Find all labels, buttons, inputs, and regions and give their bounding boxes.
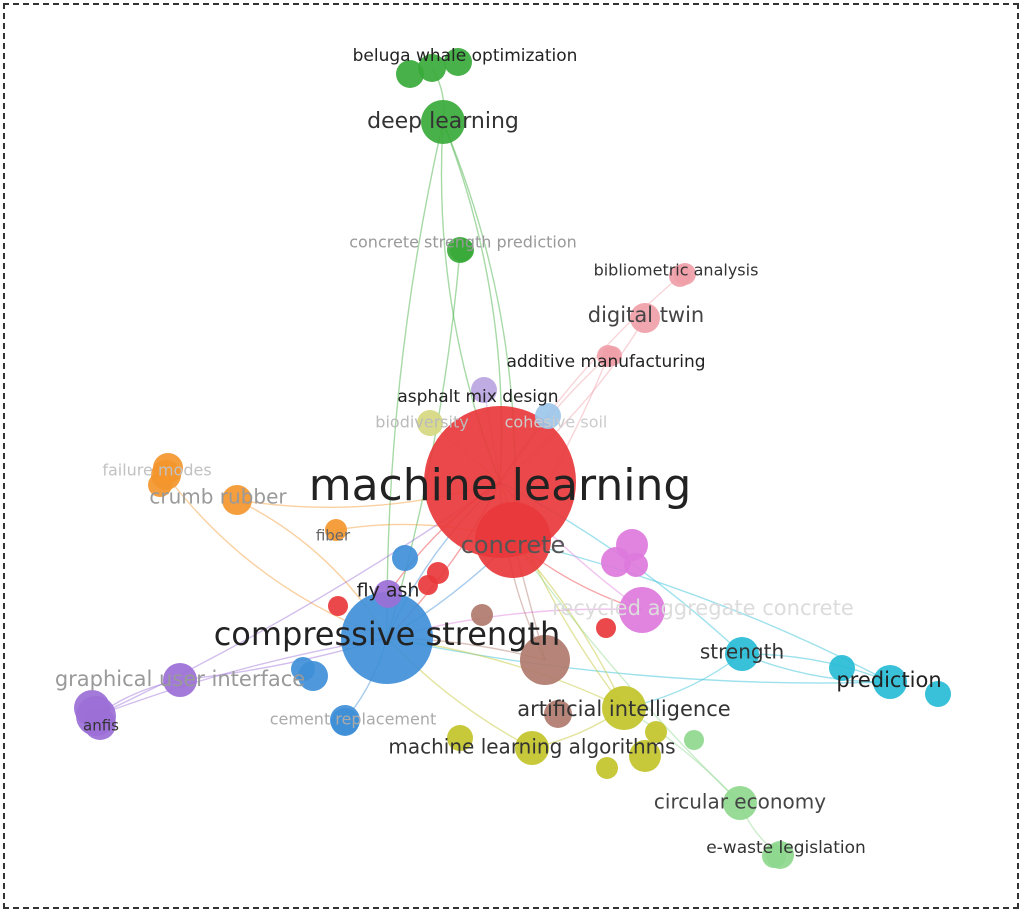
node-crumb-rubber[interactable] — [222, 485, 252, 515]
node-cohesive-soil[interactable] — [535, 403, 561, 429]
node-anfis[interactable] — [76, 696, 116, 736]
node-prediction[interactable] — [873, 665, 907, 699]
minor-node-yellow[interactable] — [645, 721, 667, 743]
node-biodiversity[interactable] — [417, 410, 443, 436]
label-graphical-user-interface[interactable]: graphical user interface — [55, 667, 305, 691]
node-fly-ash[interactable] — [374, 580, 402, 608]
node-deep-learning[interactable] — [421, 100, 465, 144]
node-artificial-intelligence[interactable] — [602, 686, 646, 730]
node-layer — [74, 48, 951, 869]
minor-node-blue[interactable] — [291, 657, 315, 681]
edge-compressive-strength-deep-learning — [386, 121, 444, 639]
node-e-waste-legislation[interactable] — [766, 841, 794, 869]
label-cohesive-soil[interactable]: cohesive soil — [505, 413, 608, 432]
node-compressive-strength[interactable] — [341, 592, 433, 684]
label-anfis[interactable]: anfis — [83, 717, 119, 735]
node-recycled-aggregate-concrete[interactable] — [619, 587, 665, 633]
label-cement-replacement[interactable]: cement replacement — [270, 710, 437, 729]
node-graphical-user-interface[interactable] — [163, 663, 197, 697]
label-concrete[interactable]: concrete — [461, 531, 566, 559]
label-biodiversity[interactable]: biodiversity — [375, 413, 468, 432]
label-e-waste-legislation[interactable]: e-waste legislation — [706, 838, 866, 858]
label-compressive-strength[interactable]: compressive strength — [214, 615, 561, 653]
label-failure-modes[interactable]: failure modes — [102, 461, 211, 480]
label-layer: machine learning concrete compressive stre… — [55, 46, 942, 858]
label-digital-twin[interactable]: digital twin — [588, 303, 705, 327]
label-fiber[interactable]: fiber — [316, 527, 351, 545]
label-prediction[interactable]: prediction — [836, 668, 941, 692]
label-fly-ash[interactable]: fly ash — [357, 580, 420, 602]
node-concrete[interactable] — [475, 502, 551, 578]
node-bibliometric-analysis[interactable] — [669, 265, 691, 287]
minor-node-green[interactable] — [444, 48, 472, 76]
label-strength[interactable]: strength — [700, 640, 784, 664]
label-concrete-strength-prediction[interactable]: concrete strength prediction — [349, 233, 577, 252]
label-crumb-rubber[interactable]: crumb rubber — [149, 485, 287, 509]
node-strength[interactable] — [725, 637, 759, 671]
edge-compressive-strength-prediction — [386, 637, 891, 684]
node-beluga-whale-optimization[interactable] — [418, 54, 446, 82]
minor-node-cyan[interactable] — [925, 681, 951, 707]
minor-node-yellow[interactable] — [629, 740, 661, 772]
label-artificial-intelligence[interactable]: artificial intelligence — [517, 697, 730, 721]
node-machine-learning-algorithms[interactable] — [515, 731, 549, 765]
node-cement-replacement[interactable] — [330, 705, 360, 735]
minor-node-red[interactable] — [596, 618, 616, 638]
edge-strength-prediction — [741, 653, 891, 683]
node-additive-manufacturing[interactable] — [597, 345, 619, 367]
edge-concrete-circular-economy — [512, 539, 741, 804]
node-brown-hub[interactable] — [520, 635, 570, 685]
node-failure-modes[interactable] — [151, 460, 181, 490]
minor-node-yellow[interactable] — [596, 757, 618, 779]
minor-node-magenta[interactable] — [624, 553, 648, 577]
minor-node-lightgreen[interactable] — [684, 730, 704, 750]
label-machine-learning[interactable]: machine learning — [309, 460, 692, 511]
minor-node-green[interactable] — [396, 60, 424, 88]
label-recycled-aggregate-concrete[interactable]: recycled aggregate concrete — [552, 596, 854, 620]
label-deep-learning[interactable]: deep learning — [367, 109, 519, 134]
node-fiber[interactable] — [325, 519, 347, 541]
label-beluga-whale-optimization[interactable]: beluga whale optimization — [353, 46, 578, 66]
node-asphalt-mix-design[interactable] — [471, 377, 497, 403]
node-digital-twin[interactable] — [630, 303, 660, 333]
minor-node-red[interactable] — [418, 575, 438, 595]
label-machine-learning-algorithms[interactable]: machine learning algorithms — [388, 735, 675, 759]
minor-node-brown[interactable] — [471, 604, 493, 626]
minor-node-brown[interactable] — [544, 700, 572, 728]
minor-node-red[interactable] — [328, 596, 348, 616]
minor-node-magenta[interactable] — [601, 547, 631, 577]
label-asphalt-mix-design[interactable]: asphalt mix design — [397, 387, 558, 407]
minor-node-cyan[interactable] — [829, 655, 855, 681]
label-bibliometric-analysis[interactable]: bibliometric analysis — [594, 261, 759, 280]
node-circular-economy[interactable] — [723, 786, 757, 820]
label-circular-economy[interactable]: circular economy — [654, 790, 826, 814]
minor-node-yellow[interactable] — [447, 725, 473, 751]
minor-node-blue[interactable] — [392, 545, 418, 571]
label-additive-manufacturing[interactable]: additive manufacturing — [506, 352, 705, 372]
node-concrete-strength-prediction[interactable] — [447, 237, 473, 263]
edge-strength-prediction — [741, 653, 891, 683]
